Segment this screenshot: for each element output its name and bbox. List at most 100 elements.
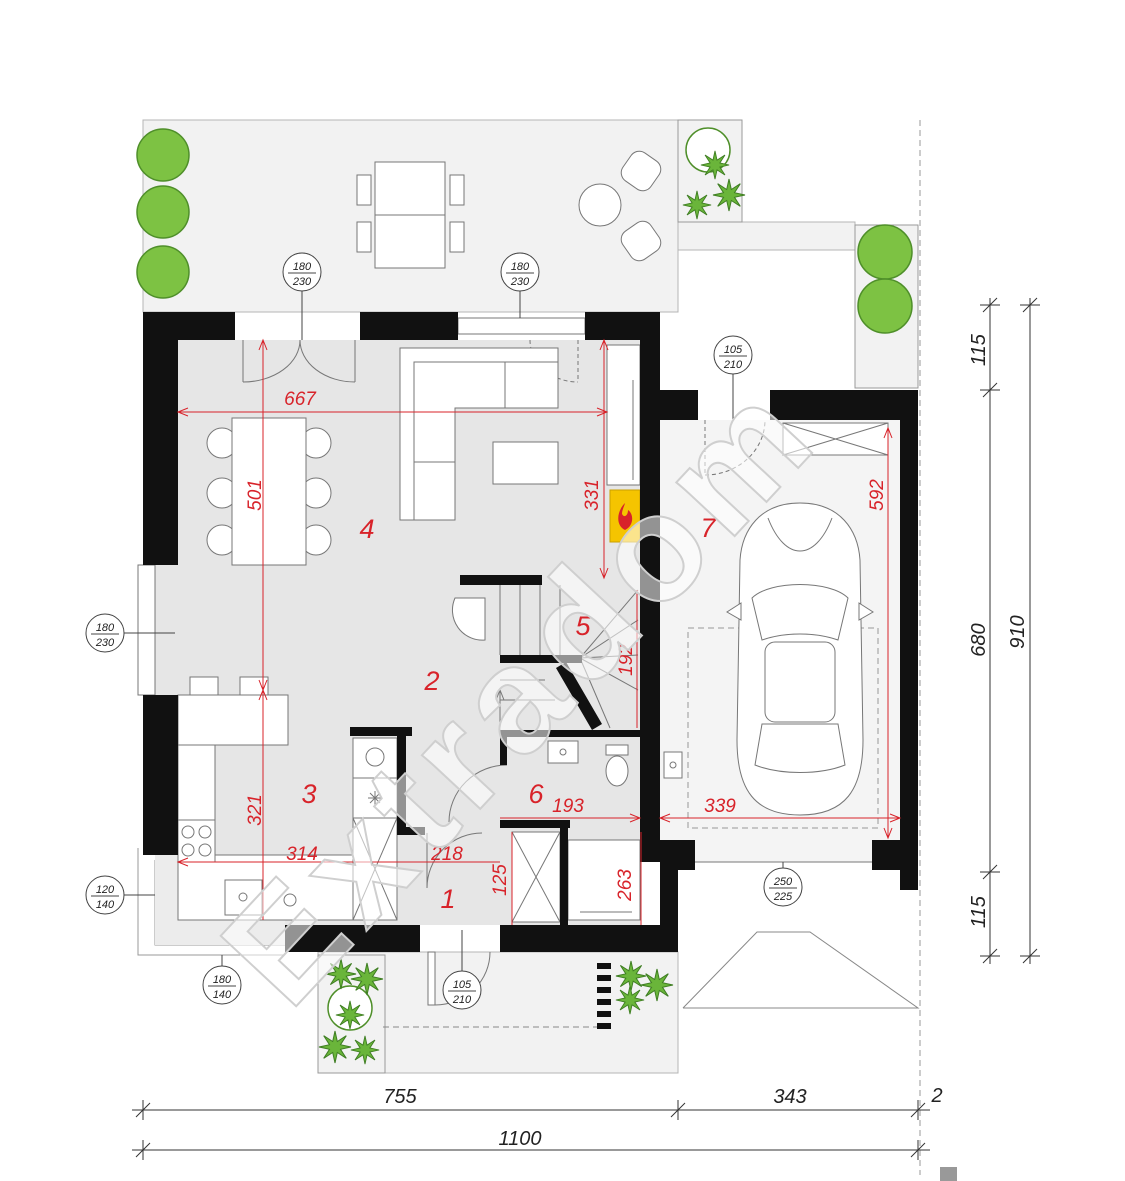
dim-bath-width: 193: [552, 796, 584, 817]
wall-segment: [350, 727, 412, 736]
opening-labels: 180 230 180 230 105 210 180 230 120 140: [85, 252, 803, 1010]
bay-outline-outer: [137, 848, 285, 956]
garden-chair: [449, 221, 465, 253]
toilet-tank: [605, 744, 629, 756]
dim-stair-depth: 192: [616, 644, 637, 676]
burner-icon: [198, 825, 212, 839]
dim-upper-offset: 115: [968, 333, 990, 366]
tick: [1022, 948, 1038, 964]
label-circle: [713, 335, 753, 375]
label-bottom: 140: [96, 899, 115, 911]
label-top: 180: [293, 261, 312, 273]
opening-label: 105 210: [713, 335, 753, 375]
room-number: 7: [700, 513, 716, 543]
tree-icon: [857, 278, 913, 334]
label-circle: [442, 970, 482, 1010]
sofa-backrest: [413, 361, 558, 520]
drain-icon: [238, 892, 248, 902]
stair-steps: [495, 585, 639, 729]
dim-dining-depth: 501: [245, 479, 266, 511]
dim-gap: 2: [930, 1085, 942, 1107]
armchair: [620, 220, 662, 262]
tick: [135, 1102, 151, 1118]
entrance-steps: [597, 963, 611, 1029]
plant-icon: [712, 178, 746, 212]
car-rear-window: [754, 723, 846, 773]
label-circle: [282, 252, 322, 292]
label-top: 120: [96, 884, 115, 896]
opening-label: 180 230: [500, 252, 540, 292]
label-bottom: 210: [452, 994, 472, 1006]
wall-segment: [500, 730, 507, 765]
tick: [910, 1102, 926, 1118]
wall-segment: [640, 312, 660, 862]
wall-segment: [500, 730, 640, 737]
terrace-strip: [677, 221, 856, 251]
dim-storage-depth: 263: [615, 869, 636, 902]
interior-dimension-texts: 667 501 331 592 192 193 339 321 314 218 …: [245, 389, 888, 902]
label-bottom: 140: [213, 989, 232, 1001]
garden-chair: [356, 174, 372, 206]
wall-segment: [285, 925, 420, 952]
step: [597, 975, 611, 981]
bar-stool: [239, 676, 269, 696]
plant-icon: [682, 190, 712, 220]
step: [597, 1011, 611, 1017]
tick: [982, 297, 998, 313]
dim-total-width: 1100: [498, 1128, 541, 1150]
wall-segment: [556, 662, 602, 730]
stair-step: [579, 657, 639, 691]
plant-icon: [350, 1035, 380, 1065]
dim-garage-span: 343: [773, 1086, 806, 1108]
label-top: 250: [773, 876, 793, 888]
car-icon: [726, 502, 874, 816]
toilet-bowl: [605, 755, 629, 787]
tick: [1022, 297, 1038, 313]
wall-segment: [900, 390, 918, 890]
car-roof: [764, 641, 836, 723]
leader-lines: [124, 291, 784, 971]
plant-icon: [700, 150, 730, 180]
cooktop: [177, 819, 216, 863]
arrow-head: [599, 567, 609, 580]
stair-step: [579, 619, 639, 659]
stair-door-swing: [451, 597, 486, 641]
wall-segment: [397, 827, 425, 835]
wall-segment: [660, 390, 698, 420]
room-number: 4: [359, 514, 374, 544]
dim-hall-width: 218: [430, 844, 463, 865]
burner-icon: [181, 843, 195, 857]
opening-label: 180 230: [282, 252, 322, 292]
corner-sofa: [399, 347, 559, 521]
trees: [136, 127, 913, 1065]
appliance-icon: [368, 791, 382, 805]
coffee-table: [492, 441, 559, 485]
dim-garage-length: 680: [968, 623, 990, 656]
dim-total-depth: 910: [1007, 615, 1029, 648]
stair-step: [579, 589, 639, 659]
label-circle: [202, 965, 242, 1005]
bath-door-swing: [448, 764, 508, 823]
arrow-head: [883, 827, 893, 840]
door-swing: [299, 339, 356, 383]
cross-line: [511, 831, 561, 923]
burner-icon: [181, 825, 195, 839]
plant-icon: [318, 1030, 352, 1064]
stair-step: [579, 654, 639, 659]
storage-room: [567, 839, 641, 921]
drain-icon: [559, 748, 567, 756]
label-bottom: 230: [510, 276, 530, 288]
opening-label: 180 230: [85, 613, 125, 653]
wall-segment: [770, 390, 918, 420]
dim-house-width: 755: [383, 1086, 417, 1108]
plant-icon: [640, 968, 674, 1002]
wall-segment: [500, 925, 678, 952]
room-numbers: 1 2 3 4 5 6 7: [301, 513, 716, 914]
kitchen-island: [177, 694, 289, 746]
exterior-dimension-texts: 115 680 115 910 755 343 2 1100: [383, 333, 1029, 1150]
arrow-head: [629, 813, 642, 823]
tick: [982, 382, 998, 398]
dim-garage-width: 339: [704, 796, 736, 817]
room-number: 2: [423, 666, 439, 696]
